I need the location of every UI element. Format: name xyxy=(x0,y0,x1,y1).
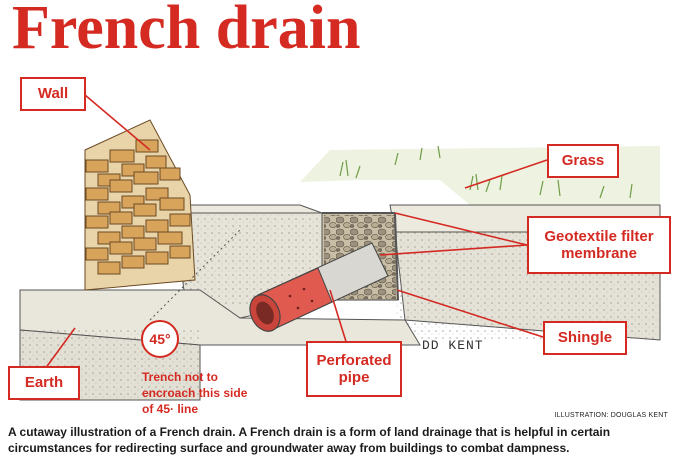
caption: A cutaway illustration of a French drain… xyxy=(8,425,673,456)
label-shingle: Shingle xyxy=(543,321,627,355)
brick-wall xyxy=(85,120,195,290)
artist-signature: DD KENT xyxy=(422,338,484,353)
label-geotextile-filter-membrane: Geotextile filter membrane xyxy=(527,216,671,274)
angle-badge: 45° xyxy=(141,320,179,358)
trench-note: Trench not to encroach this side of 45· … xyxy=(142,369,262,418)
label-grass: Grass xyxy=(547,144,619,178)
label-wall: Wall xyxy=(20,77,86,111)
illustration-credit: ILLUSTRATION: DOUGLAS KENT xyxy=(554,412,668,419)
label-earth: Earth xyxy=(8,366,80,400)
label-perforated-pipe: Perforated pipe xyxy=(306,341,402,397)
